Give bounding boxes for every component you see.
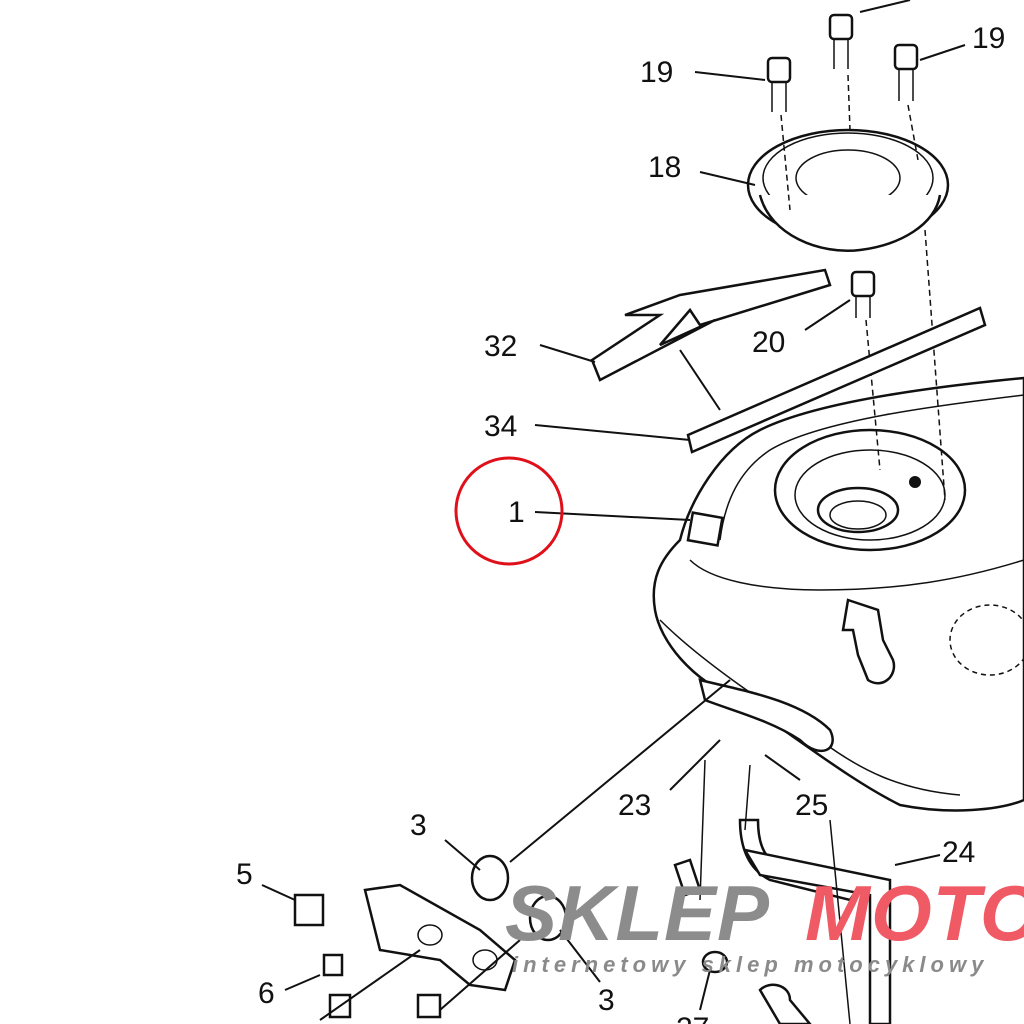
callout-27: 27 bbox=[676, 1012, 709, 1024]
callout-32: 32 bbox=[484, 330, 517, 363]
highlight-circle bbox=[454, 456, 564, 566]
emblem-decal bbox=[590, 268, 987, 454]
watermark-brand-red: MOTO bbox=[805, 869, 1024, 957]
callout-19-right: 19 bbox=[972, 22, 1005, 55]
callout-6: 6 bbox=[258, 977, 275, 1010]
callout-18: 18 bbox=[648, 151, 681, 184]
leader-lines bbox=[261, 0, 966, 1021]
fuel-tank bbox=[652, 376, 1024, 812]
callout-25: 25 bbox=[795, 789, 828, 822]
callout-3-top: 3 bbox=[410, 809, 427, 842]
callout-19-left: 19 bbox=[640, 56, 673, 89]
callout-23: 23 bbox=[618, 789, 651, 822]
lower-components bbox=[293, 759, 892, 1024]
callout-1: 1 bbox=[508, 496, 525, 529]
callout-5: 5 bbox=[236, 858, 253, 891]
watermark-brand-gray: SKLEP bbox=[505, 869, 770, 957]
callout-3-bottom: 3 bbox=[598, 984, 615, 1017]
watermark-tagline: internetowy sklep motocyklowy bbox=[512, 952, 988, 977]
filler-cap bbox=[746, 128, 950, 252]
watermark: SKLEP MOTO internetowy sklep motocyklowy bbox=[505, 869, 1024, 977]
callout-20: 20 bbox=[752, 326, 785, 359]
callout-34: 34 bbox=[484, 410, 517, 443]
bolts bbox=[766, 13, 919, 318]
callout-24: 24 bbox=[942, 836, 975, 869]
